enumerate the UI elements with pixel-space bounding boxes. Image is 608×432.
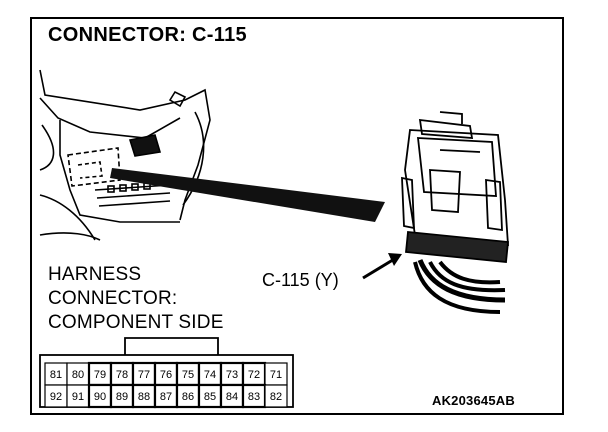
side-label-line-3: COMPONENT SIDE: [48, 312, 224, 333]
pin-number-75: 75: [182, 369, 194, 381]
pin-number-77: 77: [138, 369, 150, 381]
connector-pin-diagram: 81 80 79 78 77 76 75 74 73 72 71 92 91 90 89 88 87 86 85 84…: [39, 337, 294, 409]
pin-number-80: 80: [72, 369, 84, 381]
callout-arrow: [362, 256, 397, 280]
pin-number-79: 79: [94, 369, 106, 381]
pin-number-92: 92: [50, 391, 62, 403]
figure-code: AK203645AB: [432, 393, 515, 408]
side-label-line-2: CONNECTOR:: [48, 288, 178, 309]
pin-number-89: 89: [116, 391, 128, 403]
dashboard-illustration: [39, 69, 211, 241]
pin-number-71: 71: [270, 369, 282, 381]
pin-number-85: 85: [204, 391, 216, 403]
pin-number-91: 91: [72, 391, 84, 403]
pin-number-72: 72: [248, 369, 260, 381]
pin-number-88: 88: [138, 391, 150, 403]
pin-number-81: 81: [50, 369, 62, 381]
ecu-component: [401, 111, 509, 314]
pin-number-83: 83: [248, 391, 260, 403]
pin-number-84: 84: [226, 391, 238, 403]
pin-number-73: 73: [226, 369, 238, 381]
pin-number-87: 87: [160, 391, 172, 403]
pin-number-74: 74: [204, 369, 216, 381]
side-label-line-1: HARNESS: [48, 264, 142, 285]
pin-number-82: 82: [270, 391, 282, 403]
diagram-frame: [30, 17, 564, 415]
diagram-title: CONNECTOR: C-115: [48, 24, 247, 46]
pin-number-76: 76: [160, 369, 172, 381]
pin-number-86: 86: [182, 391, 194, 403]
pin-number-78: 78: [116, 369, 128, 381]
pointer-beam: [110, 168, 385, 222]
pin-cell-82: [264, 384, 288, 408]
pin-number-90: 90: [94, 391, 106, 403]
connector-callout-label: C-115 (Y): [262, 270, 339, 290]
